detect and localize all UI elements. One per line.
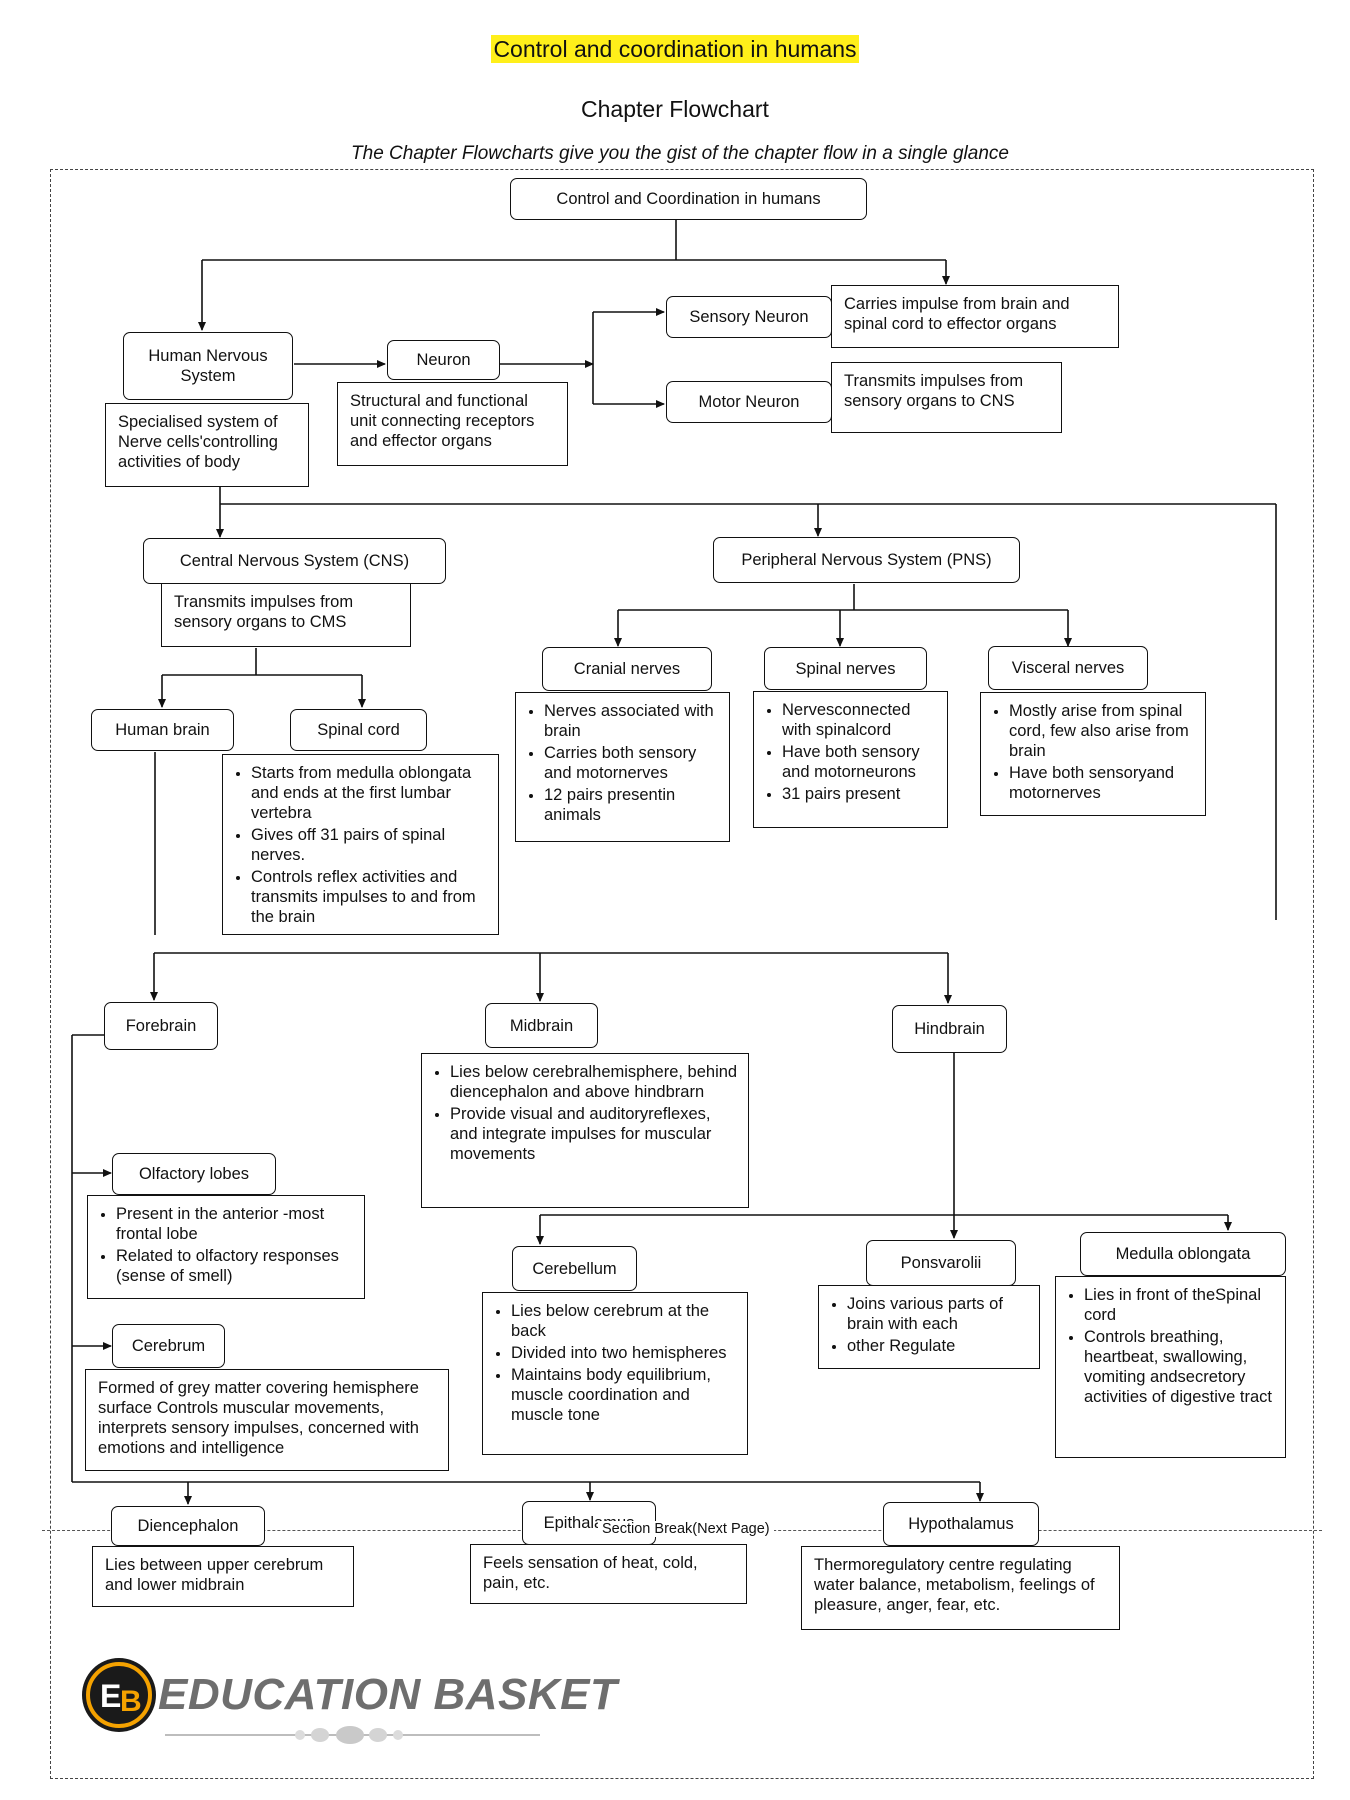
- list-item: Lies below cerebrum at the back: [511, 1301, 737, 1341]
- node-peripheral-nervous-system: Peripheral Nervous System (PNS): [713, 537, 1020, 583]
- node-visceral-nerves: Visceral nerves: [988, 646, 1148, 690]
- node-spinal-nerves: Spinal nerves: [764, 647, 927, 690]
- node-midbrain: Midbrain: [485, 1003, 598, 1048]
- node-sensory-neuron: Sensory Neuron: [666, 296, 832, 338]
- page-title: Control and coordination in humans: [491, 35, 859, 63]
- node-neuron: Neuron: [387, 340, 500, 380]
- ponsvarolii-description: Joins various parts of brain with each o…: [818, 1285, 1040, 1369]
- spinal-cord-description: Starts from medulla oblongata and ends a…: [222, 754, 499, 935]
- node-ponsvarolii: Ponsvarolii: [866, 1240, 1016, 1286]
- svg-text:B: B: [120, 1685, 142, 1718]
- list-item: Related to olfactory responses (sense of…: [116, 1246, 354, 1286]
- medulla-oblongata-description: Lies in front of theSpinal cord Controls…: [1055, 1276, 1286, 1458]
- node-cranial-nerves: Cranial nerves: [542, 647, 712, 691]
- list-item: Present in the anterior -most frontal lo…: [116, 1204, 354, 1244]
- cns-description: Transmits impulses from sensory organs t…: [161, 583, 411, 647]
- node-hypothalamus: Hypothalamus: [883, 1502, 1039, 1546]
- human-nervous-system-description: Specialised system of Nerve cells'contro…: [105, 403, 309, 487]
- node-hindbrain: Hindbrain: [892, 1005, 1007, 1053]
- education-basket-logo-icon: E B: [82, 1658, 540, 1744]
- neuron-description: Structural and functional unit connectin…: [337, 382, 568, 466]
- cerebellum-description: Lies below cerebrum at the back Divided …: [482, 1292, 748, 1455]
- spinal-nerves-description: Nervesconnected with spinalcord Have bot…: [753, 691, 948, 828]
- list-item: Maintains body equilibrium, muscle coord…: [511, 1365, 737, 1425]
- list-item: Have both sensoryand motornerves: [1009, 763, 1195, 803]
- list-item: Provide visual and auditoryreflexes, and…: [450, 1104, 738, 1164]
- sensory-neuron-description: Carries impulse from brain and spinal co…: [831, 285, 1119, 348]
- list-item: Have both sensory and motorneurons: [782, 742, 937, 782]
- list-item: Gives off 31 pairs of spinal nerves.: [251, 825, 488, 865]
- epithalamus-description: Feels sensation of heat, cold, pain, etc…: [470, 1544, 747, 1604]
- list-item: Controls reflex activities and transmits…: [251, 867, 488, 927]
- node-cerebellum: Cerebellum: [512, 1246, 637, 1291]
- node-forebrain: Forebrain: [104, 1002, 218, 1050]
- logo-wordmark: EDUCATION BASKET: [158, 1670, 618, 1719]
- list-item: Divided into two hemispheres: [511, 1343, 737, 1363]
- visceral-nerves-description: Mostly arise from spinal cord, few also …: [980, 692, 1206, 816]
- cranial-nerves-description: Nerves associated with brain Carries bot…: [515, 692, 730, 842]
- section-break-label: Section Break(Next Page): [598, 1521, 774, 1537]
- list-item: other Regulate: [847, 1336, 1029, 1356]
- node-diencephalon: Diencephalon: [111, 1506, 265, 1546]
- page-tagline: The Chapter Flowcharts give you the gist…: [351, 143, 1009, 164]
- cerebrum-description: Formed of grey matter covering hemispher…: [85, 1369, 449, 1471]
- list-item: Lies in front of theSpinal cord: [1084, 1285, 1275, 1325]
- list-item: Starts from medulla oblongata and ends a…: [251, 763, 488, 823]
- flowchart-frame: [50, 169, 1314, 1779]
- svg-text:E: E: [100, 1678, 121, 1714]
- list-item: Carries both sensory and motornerves: [544, 743, 719, 783]
- list-item: Lies below cerebralhemisphere, behind di…: [450, 1062, 738, 1102]
- node-cerebrum: Cerebrum: [112, 1324, 225, 1368]
- node-olfactory-lobes: Olfactory lobes: [112, 1153, 276, 1195]
- list-item: Joins various parts of brain with each: [847, 1294, 1029, 1334]
- node-spinal-cord: Spinal cord: [290, 709, 427, 751]
- list-item: Nervesconnected with spinalcord: [782, 700, 937, 740]
- list-item: Controls breathing, heartbeat, swallowin…: [1084, 1327, 1275, 1407]
- list-item: Nerves associated with brain: [544, 701, 719, 741]
- list-item: 31 pairs present: [782, 784, 937, 804]
- hypothalamus-description: Thermoregulatory centre regulating water…: [801, 1546, 1120, 1630]
- node-human-brain: Human brain: [91, 709, 234, 751]
- node-control-and-coordination: Control and Coordination in humans: [510, 178, 867, 220]
- midbrain-description: Lies below cerebralhemisphere, behind di…: [421, 1053, 749, 1208]
- diencephalon-description: Lies between upper cerebrum and lower mi…: [92, 1546, 354, 1607]
- node-central-nervous-system: Central Nervous System (CNS): [143, 538, 446, 584]
- node-human-nervous-system: Human Nervous System: [123, 332, 293, 400]
- node-medulla-oblongata: Medulla oblongata: [1080, 1232, 1286, 1276]
- motor-neuron-description: Transmits impulses from sensory organs t…: [831, 362, 1062, 433]
- olfactory-lobes-description: Present in the anterior -most frontal lo…: [87, 1195, 365, 1299]
- list-item: 12 pairs presentin animals: [544, 785, 719, 825]
- page-subtitle: Chapter Flowchart: [581, 96, 769, 122]
- list-item: Mostly arise from spinal cord, few also …: [1009, 701, 1195, 761]
- node-motor-neuron: Motor Neuron: [666, 381, 832, 423]
